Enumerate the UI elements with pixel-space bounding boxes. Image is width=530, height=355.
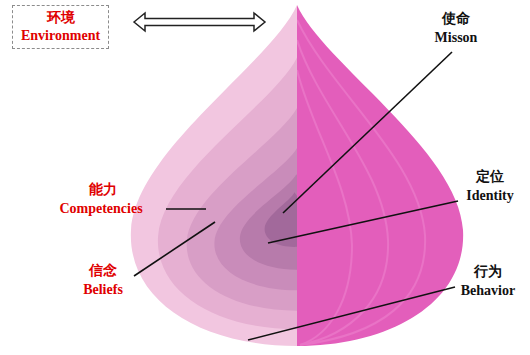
chinese-label: 信念 [89,262,117,279]
english-label: Beliefs [83,281,123,298]
onion-right-half [297,5,463,346]
chinese-label: 定位 [476,168,504,185]
chinese-label: 行为 [474,263,502,280]
english-label: Identity [466,187,513,204]
double-arrow [134,13,265,31]
english-label: Behavior [461,282,515,299]
leader-lines [134,52,458,340]
english-label: Competencies [59,200,142,217]
onion-left-layers [131,5,297,346]
environment-box: 环境Environment [12,5,109,49]
chinese-label: 环境 [21,9,100,27]
english-label: Environment [21,27,100,45]
chinese-label: 使命 [442,10,470,27]
english-label: Misson [435,29,478,46]
chinese-label: 能力 [89,181,117,198]
